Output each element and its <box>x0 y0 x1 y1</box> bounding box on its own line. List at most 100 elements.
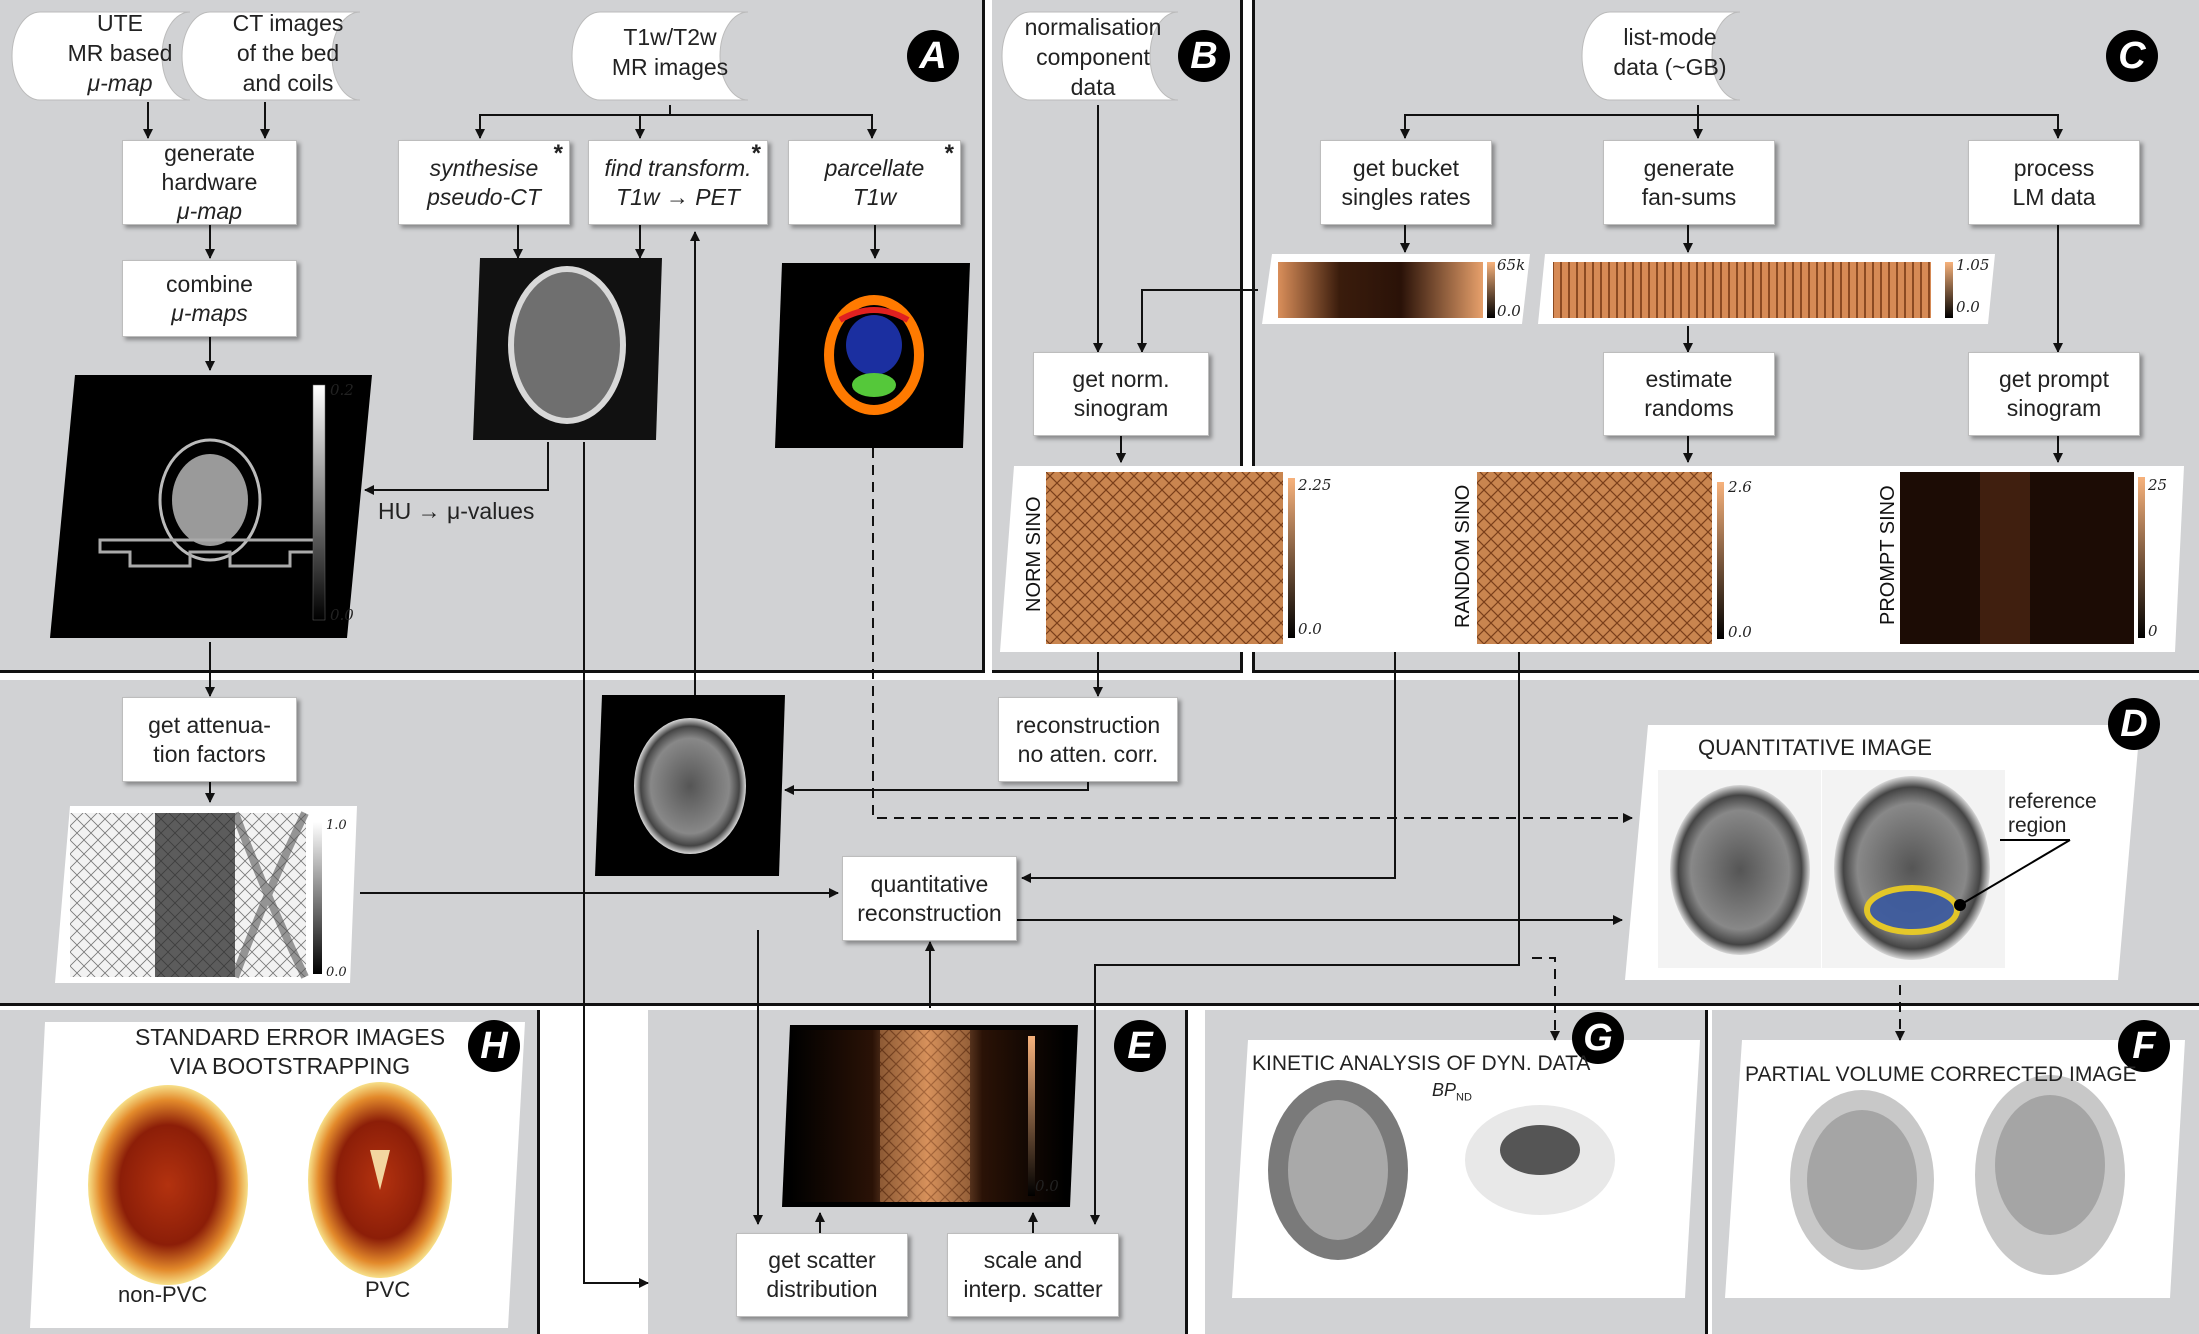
kinetic-image <box>1232 1040 1700 1298</box>
t1w-line-1: T1w/T2w <box>623 24 717 50</box>
border-c-left <box>1252 0 1255 673</box>
border-mid-bottom <box>0 1003 2199 1006</box>
step-get-attenuation-factors: get attenua-tion factors <box>122 697 297 782</box>
bucket-max-tick: 65k <box>1497 256 1526 274</box>
t1w-line-2: MR images <box>611 54 729 80</box>
badge-d: D <box>2108 698 2160 750</box>
step-get-norm-sinogram: get norm.sinogram <box>1033 352 1209 436</box>
pvc-image-title: PARTIAL VOLUME CORRECTED IMAGE <box>1745 1063 2137 1086</box>
reference-line-1: reference <box>2008 790 2097 813</box>
badge-h: H <box>468 1020 520 1072</box>
fan-min-tick: 0.0 <box>1956 298 1980 316</box>
pvc-label: PVC <box>365 1277 411 1302</box>
border-b-right <box>1240 0 1243 673</box>
parcellation-image <box>775 263 970 448</box>
listmode-line-1: list-mode <box>1623 24 1717 50</box>
ct-line-3: and coils <box>242 70 334 96</box>
norm-max-tick: 2.25 <box>1298 476 1332 494</box>
badge-f: F <box>2118 1020 2170 1072</box>
non-pvc-label: non-PVC <box>118 1282 208 1307</box>
norm-min-tick: 0.0 <box>1298 620 1322 638</box>
sinograms-image <box>1000 466 2184 652</box>
input-listmode-label: list-mode data (~GB) <box>1590 22 1750 82</box>
standard-error-image <box>30 1022 525 1328</box>
badge-g: G <box>1572 1012 1624 1064</box>
att-min-tick: 0.0 <box>326 965 347 980</box>
listmode-line-2: data (~GB) <box>1613 54 1727 80</box>
mu-min-tick: 0.0 <box>330 606 354 624</box>
bucket-min-tick: 0.0 <box>1497 302 1521 320</box>
border-a-right <box>982 0 985 673</box>
ute-line-3: μ-map <box>87 70 153 96</box>
scatter-image <box>782 1025 1078 1207</box>
badge-c: C <box>2106 30 2158 82</box>
prompt-sino-label: PROMPT SINO <box>1877 485 1899 625</box>
badge-b: B <box>1178 30 1230 82</box>
random-sino-label: RANDOM SINO <box>1452 484 1474 628</box>
fan-sums-image <box>1538 254 1995 324</box>
prompt-max-tick: 25 <box>2148 476 2168 494</box>
ct-line-2: of the bed <box>236 40 340 66</box>
kinetic-title: KINETIC ANALYSIS OF DYN. DATA <box>1252 1052 1591 1075</box>
border-top-row-b <box>992 670 1243 673</box>
border-g-right <box>1705 1010 1708 1334</box>
border-h-right <box>537 1010 540 1334</box>
nac-recon-image <box>595 695 785 876</box>
norm-sino-label: NORM SINO <box>1023 496 1045 612</box>
border-top-row <box>0 670 985 673</box>
stderr-line-1: STANDARD ERROR IMAGES <box>134 1024 446 1050</box>
norm-line-3: data <box>1070 74 1116 100</box>
input-shapes <box>11 11 1741 101</box>
std-error-title: STANDARD ERROR IMAGES VIA BOOTSTRAPPING <box>80 1023 500 1081</box>
reference-region-label: reference region <box>2008 790 2097 838</box>
rand-min-tick: 0.0 <box>1728 623 1752 641</box>
pseudo-ct-image <box>473 258 662 440</box>
stderr-line-2: VIA BOOTSTRAPPING <box>169 1053 411 1079</box>
quantitative-image-title: QUANTITATIVE IMAGE <box>1698 735 1932 760</box>
ute-line-1: UTE <box>97 10 143 36</box>
border-e-right <box>1185 1010 1188 1334</box>
fan-max-tick: 1.05 <box>1956 256 1990 274</box>
dashed-arrows <box>872 448 1905 1041</box>
ute-line-2: MR based <box>67 40 173 66</box>
quantitative-image <box>1625 725 2140 980</box>
bucket-singles-image <box>1262 254 1530 324</box>
ct-line-1: CT images <box>232 10 344 36</box>
prompt-min-tick: 0 <box>2148 622 2158 640</box>
reference-line-2: region <box>2008 814 2067 837</box>
rand-max-tick: 2.6 <box>1728 478 1752 496</box>
input-t1w-label: T1w/T2w MR images <box>585 22 755 82</box>
input-norm-label: normalisation component data <box>1008 12 1178 102</box>
attenuation-factors-image <box>55 806 357 983</box>
hu-to-mu-label: HU → μ-values <box>378 498 535 524</box>
border-top-row-c <box>1252 670 2199 673</box>
input-ct-label: CT images of the bed and coils <box>208 8 368 98</box>
bp-label: BPND <box>1432 1080 1472 1104</box>
input-ute-label: UTE MR based μ-map <box>40 8 200 98</box>
mu-max-tick: 0.2 <box>330 381 354 399</box>
step-find-transform: find transform.T1w → PET* <box>588 140 768 225</box>
scatter-min-tick: 0.0 <box>1035 1177 1059 1195</box>
badge-a: A <box>907 30 959 82</box>
combined-mu-map-image <box>50 375 372 638</box>
att-max-tick: 1.0 <box>326 818 347 833</box>
norm-line-1: normalisation <box>1024 14 1162 40</box>
norm-line-2: component <box>1036 44 1150 70</box>
badge-e: E <box>1114 1020 1166 1072</box>
flow-arrows <box>143 102 2063 1288</box>
